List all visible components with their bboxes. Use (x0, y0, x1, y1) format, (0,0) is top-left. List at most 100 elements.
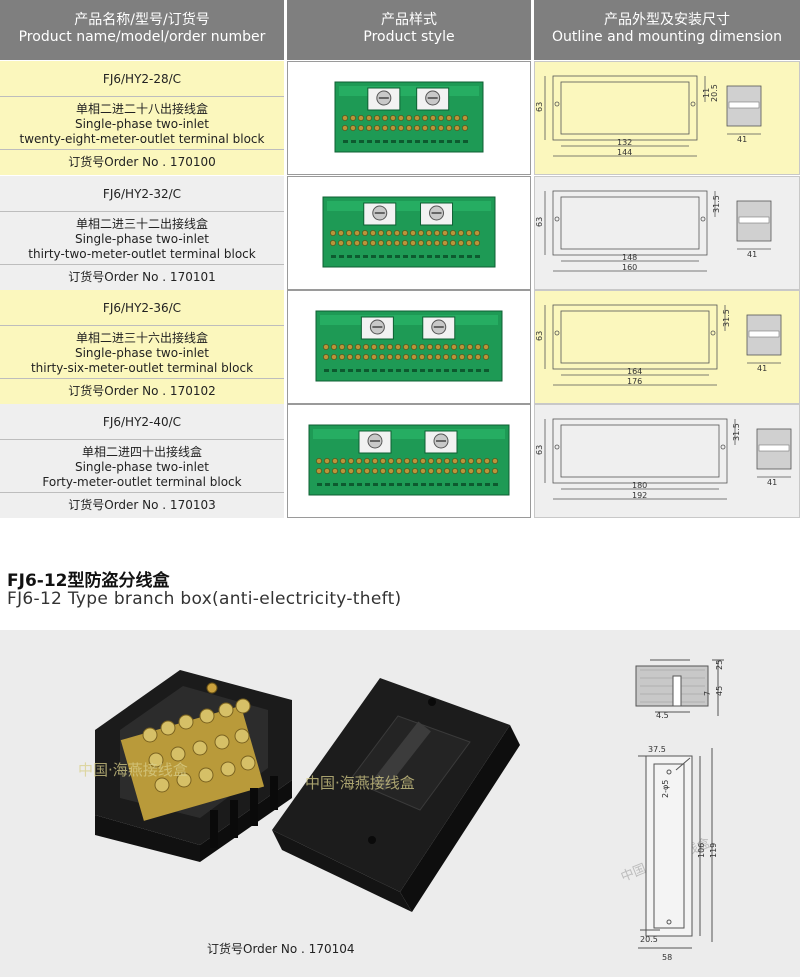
dim-label: 41 (737, 135, 747, 144)
product-name-cn: 单相二进四十出接线盒 (81, 445, 202, 459)
table-row: FJ6/HY2-32/C 单相二进三十二出接线盒 Single-phase tw… (0, 176, 800, 290)
product-name-en-1: Single-phase two-inlet (74, 232, 210, 246)
dim-label: 63 (535, 102, 544, 112)
header-col3-cn: 产品外型及安装尺寸 (604, 12, 730, 28)
product-name-en-1: Single-phase two-inlet (74, 346, 210, 360)
order-number: 订货号Order No . 170103 (68, 498, 216, 512)
product-name-cn: 单相二进二十八出接线盒 (75, 102, 208, 116)
product-info-cell: FJ6/HY2-40/C 单相二进四十出接线盒 Single-phase two… (0, 404, 284, 518)
order-number: 订货号Order No . 170101 (68, 270, 216, 284)
product-name-en-2: thirty-two-meter-outlet terminal block (28, 247, 256, 261)
section-title: FJ6-12型防盗分线盒 (7, 571, 170, 591)
dim-label: 63 (535, 217, 544, 227)
header-col2-en: Product style (363, 29, 455, 45)
dim-label: 31.5 (732, 423, 741, 441)
product-info-cell: FJ6/HY2-32/C 单相二进三十二出接线盒 Single-phase tw… (0, 176, 284, 290)
header-col3-en: Outline and mounting dimension (552, 29, 782, 45)
order-number: 订货号Order No . 170102 (68, 384, 216, 398)
header-col1-en: Product name/model/order number (18, 29, 266, 45)
dim-label: 160 (622, 263, 637, 272)
watermark: 中国·海燕接线盒 (305, 774, 415, 792)
branch-box-front-drawing (638, 748, 713, 949)
model-number: FJ6/HY2-36/C (0, 290, 284, 326)
product-photo-cell (287, 61, 531, 175)
dim-label: 119 (709, 843, 718, 858)
branch-box-open-image (95, 670, 292, 862)
table-header: 产品名称/型号/订货号 Product name/model/order num… (0, 0, 800, 60)
table-row: FJ6/HY2-40/C 单相二进四十出接线盒 Single-phase two… (0, 404, 800, 518)
product-name-en-2: Forty-meter-outlet terminal block (42, 475, 242, 489)
dim-label: 41 (767, 478, 777, 487)
dim-label: 192 (632, 491, 647, 500)
product-name: 单相二进三十二出接线盒 Single-phase two-inlet thirt… (0, 213, 284, 265)
dim-label: 41 (757, 364, 767, 373)
header-col1-cn: 产品名称/型号/订货号 (74, 12, 210, 28)
terminal-block-image (315, 310, 503, 382)
table-row: FJ6/HY2-28/C 单相二进二十八出接线盒 Single-phase tw… (0, 61, 800, 175)
model-number: FJ6/HY2-32/C (0, 176, 284, 212)
dim-label: 63 (535, 445, 544, 455)
dim-label: 176 (627, 377, 642, 386)
branch-box-lid-image (272, 678, 520, 912)
order-number: 订货号Order No . 170100 (68, 155, 216, 169)
dim-label: 20.5 (640, 935, 658, 944)
branch-box-illustration: 中国·海燕接线盒 中国·海燕接线盒 中国·海燕接线盒 25 45 7 4.5 (78, 659, 724, 962)
header-col-dimension: 产品外型及安装尺寸 Outline and mounting dimension (534, 0, 800, 60)
terminal-block-image (322, 196, 496, 268)
product-name: 单相二进三十六出接线盒 Single-phase two-inlet thirt… (0, 327, 284, 379)
header-divider (531, 0, 534, 60)
product-name-en-1: Single-phase two-inlet (74, 460, 210, 474)
dim-label: 2-φ5 (661, 780, 670, 798)
product-name-en-1: Single-phase two-inlet (74, 117, 210, 131)
product-name-cn: 单相二进三十二出接线盒 (75, 217, 208, 231)
terminal-block-image (308, 424, 510, 496)
model-number: FJ6/HY2-28/C (0, 61, 284, 97)
dim-label: 148 (622, 253, 637, 262)
product-name: 单相二进二十八出接线盒 Single-phase two-inlet twent… (0, 98, 284, 150)
table-row: FJ6/HY2-36/C 单相二进三十六出接线盒 Single-phase tw… (0, 290, 800, 404)
dim-label: 180 (632, 481, 647, 490)
header-col-style: 产品样式 Product style (287, 0, 531, 60)
dim-label: 31.5 (712, 195, 721, 213)
terminal-block-image (334, 81, 484, 153)
product-name-en-2: twenty-eight-meter-outlet terminal block (19, 132, 265, 146)
dim-label: 31.5 (722, 309, 731, 327)
product-info-cell: FJ6/HY2-36/C 单相二进三十六出接线盒 Single-phase tw… (0, 290, 284, 404)
dim-label: 132 (617, 138, 632, 147)
dim-label: 7 (703, 691, 712, 696)
product-photo-cell (287, 404, 531, 518)
product-name-en-2: thirty-six-meter-outlet terminal block (30, 361, 254, 375)
product-photo-cell (287, 176, 531, 290)
header-col-name: 产品名称/型号/订货号 Product name/model/order num… (0, 0, 284, 60)
dim-label: 45 (715, 686, 724, 696)
dim-label: 4.5 (656, 711, 669, 720)
dim-label: 25 (715, 660, 724, 670)
dim-label: 106 (697, 843, 706, 858)
product-name-cn: 单相二进三十六出接线盒 (75, 331, 208, 345)
dim-label: 144 (617, 148, 632, 157)
product-name: 单相二进四十出接线盒 Single-phase two-inlet Forty-… (0, 441, 284, 493)
branch-box-panel: 中国·海燕接线盒 中国·海燕接线盒 中国·海燕接线盒 25 45 7 4.5 (0, 630, 800, 977)
product-photo-cell (287, 290, 531, 404)
branch-box-side-drawing (635, 659, 724, 716)
watermark: 中国·海燕接线盒 (78, 761, 188, 779)
dim-label: 63 (535, 331, 544, 341)
dim-label: 37.5 (648, 745, 666, 754)
section-subtitle: FJ6-12 Type branch box(anti-electricity-… (7, 589, 402, 609)
model-number: FJ6/HY2-40/C (0, 404, 284, 440)
dim-label: 20.5 (710, 84, 719, 102)
dim-label: 41 (747, 250, 757, 259)
order-number: 订货号Order No . 170104 (207, 942, 355, 956)
product-info-cell: FJ6/HY2-28/C 单相二进二十八出接线盒 Single-phase tw… (0, 61, 284, 175)
dim-label: 58 (662, 953, 672, 962)
header-divider (284, 0, 287, 60)
header-col2-cn: 产品样式 (381, 12, 437, 28)
